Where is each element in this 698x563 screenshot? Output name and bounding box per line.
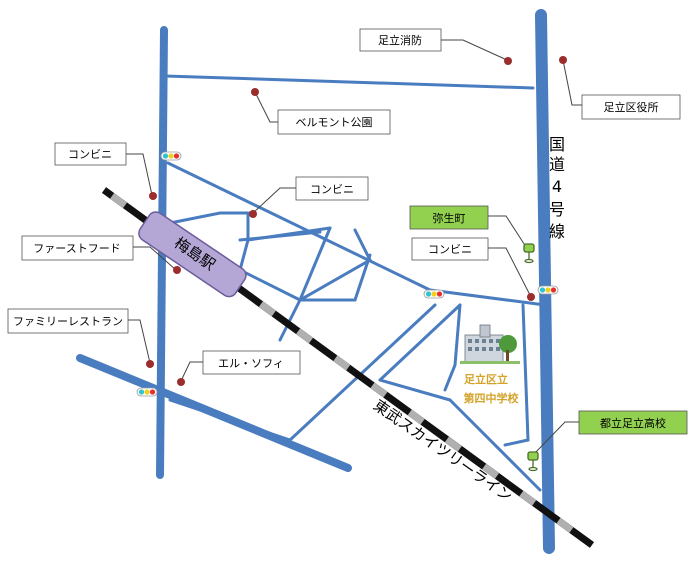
road-diagonal-lower [288,303,437,442]
poi-dot-icon [173,266,181,274]
route-4-road [535,9,555,554]
road-school-east [503,303,530,447]
route-4-char-4: 号 [549,200,565,219]
svg-text:都立足立高校: 都立足立高校 [600,416,666,430]
poi-dot-icon [249,210,257,218]
road-grid-8 [238,230,322,242]
road-west-south [76,354,352,472]
road-grid-4 [298,226,332,302]
road-grid-6 [353,253,372,302]
svg-text:コンビニ: コンビニ [68,148,112,161]
label-yayoi-cho: 弥生町 [409,205,489,230]
svg-text:エル・ソフィ: エル・ソフィ [218,357,284,370]
road-east-link [428,288,547,307]
poi-dot-icon [177,378,185,386]
road-diag-lower-2 [378,303,462,382]
road-diagonal-upper [166,161,432,292]
label-convenience-left: コンビニ [54,142,127,166]
bus-stop-icon [527,451,539,472]
road-school-south [448,398,542,492]
poi-dot-icon [251,88,259,96]
road-grid-3 [238,228,372,302]
label-convenience-right: コンビニ [411,237,489,261]
svg-text:足立区役所: 足立区役所 [604,100,659,114]
label-fast-food: ファーストフード [21,235,134,261]
label-belmont-park: ベルモント公園 [277,109,391,135]
poi-dots [146,56,567,386]
road-north [163,74,535,90]
poi-dot-icon [146,360,154,368]
route-4-char-2: 道 [549,155,565,174]
railway-name: 東武スカイツリーライン [370,396,515,505]
label-family-restaurant: ファミリーレストラン [7,308,129,334]
svg-text:足立消防: 足立消防 [378,33,422,47]
svg-text:ファミリーレストラン: ファミリーレストラン [13,315,123,328]
train-station-icon [138,211,247,298]
traffic-lights [136,151,559,397]
traffic-light-icon [160,151,182,161]
label-fire-station: 足立消防 [359,28,442,52]
traffic-light-icon [537,285,559,295]
svg-text:弥生町: 弥生町 [433,211,466,225]
svg-text:ベルモント公園: ベルモント公園 [296,116,373,129]
svg-text:ファーストフード: ファーストフード [33,242,120,255]
route-4-label: 国 道 4 号 線 [549,135,565,241]
school-daiyon-junior-high: 足立区立 第四中学校 [460,324,520,405]
route-4-char-3: 4 [552,177,562,196]
road-school-west [443,303,462,392]
svg-text:コンビニ: コンビニ [428,243,472,256]
label-el-sofia: エル・ソフィ [202,350,301,375]
label-boxes: 足立消防 足立区役所 ベルモント公園 コンビニ コンビニ 弥生町 ファーストフー… [7,28,688,435]
poi-dot-icon [504,57,512,65]
poi-dot-icon [149,192,157,200]
traffic-light-icon [136,387,158,397]
umejima-station: 梅島駅 [138,211,247,298]
school-name-line2: 第四中学校 [464,391,520,405]
traffic-light-icon [423,289,445,299]
route-4-char-1: 国 [549,135,565,154]
school-building-icon [460,324,520,364]
bus-stop-icon [523,243,535,264]
leader-lines [126,39,582,456]
school-name-line1: 足立区立 [464,372,508,386]
label-convenience-center: コンビニ [295,176,369,201]
route-4-char-5: 線 [549,222,565,241]
bus-stops [523,243,539,472]
road-grid-7 [278,298,302,342]
poi-dot-icon [559,56,567,64]
label-ward-office: 足立区役所 [581,94,681,120]
poi-dot-icon [527,293,535,301]
label-toritsu-adachi-hs: 都立足立高校 [578,410,688,435]
svg-text:コンビニ: コンビニ [310,183,354,196]
road-mid-link [378,378,452,402]
